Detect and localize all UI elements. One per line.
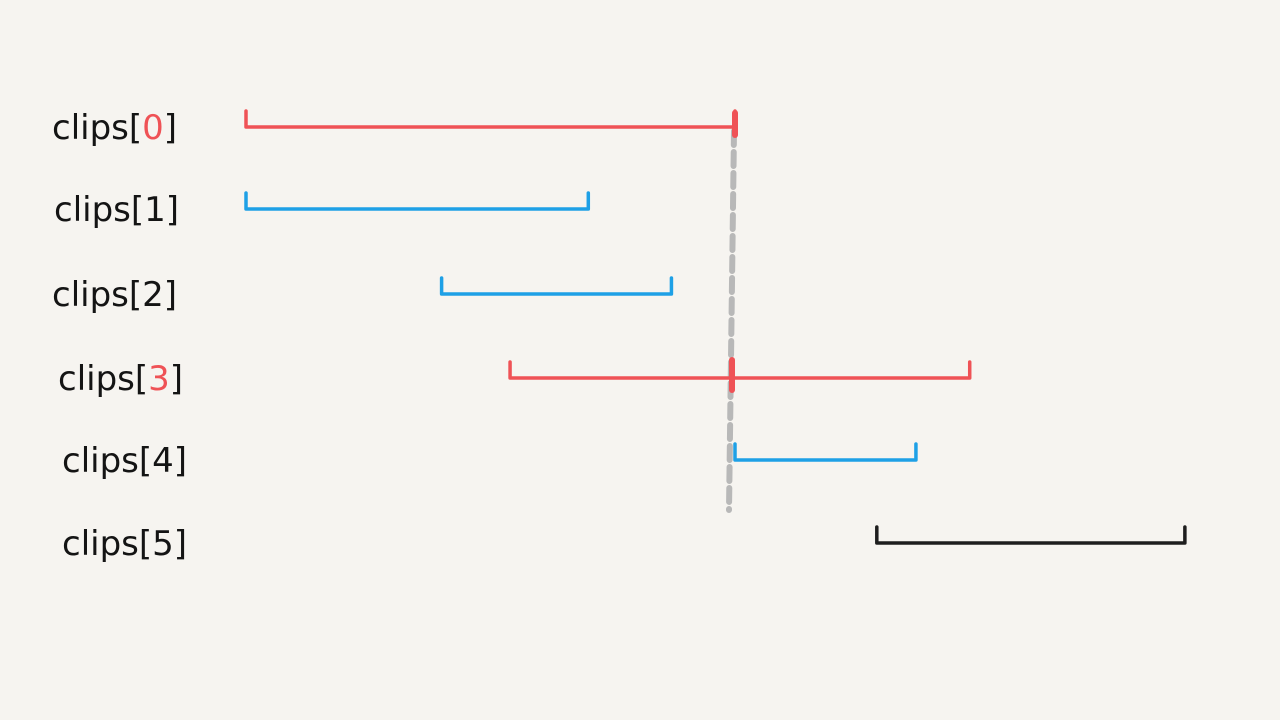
clip-label-suffix: ] [174,524,187,564]
clip-label-suffix: ] [170,359,183,399]
segments-layer [244,109,1187,545]
clip-label-4: clips[4] [62,441,187,481]
clip-label-3: clips[3] [58,359,183,399]
clip-label-index: 1 [144,190,166,230]
clip-label-suffix: ] [174,441,187,481]
clip-label-suffix: ] [164,275,177,315]
clip-label-index: 4 [152,441,174,481]
clip-label-prefix: clips[ [58,359,148,399]
clip-label-prefix: clips[ [54,190,144,230]
clip-label-prefix: clips[ [52,108,142,148]
clip-label-1: clips[1] [54,190,179,230]
clip-label-prefix: clips[ [62,441,152,481]
clip-label-index: 3 [148,359,170,399]
clip-segment-5 [875,525,1187,545]
clip-segment-3 [508,360,972,380]
cutline-dashed [726,128,737,513]
clip-label-5: clips[5] [62,524,187,564]
clip-segment-2 [439,276,674,296]
clip-label-suffix: ] [164,108,177,148]
clip-label-index: 5 [152,524,174,564]
clip-segment-4 [733,442,918,462]
clip-label-0: clips[0] [52,108,177,148]
clip-label-index: 2 [142,275,164,315]
clip-label-prefix: clips[ [62,524,152,564]
clip-label-index: 0 [142,108,164,148]
clip-segment-1 [244,191,591,211]
cutline-layer [726,128,737,513]
clip-segment-0 [244,109,737,129]
clip-label-suffix: ] [166,190,179,230]
clip-label-prefix: clips[ [52,275,142,315]
labels-layer: clips[0]clips[1]clips[2]clips[3]clips[4]… [52,108,187,564]
clip-label-2: clips[2] [52,275,177,315]
